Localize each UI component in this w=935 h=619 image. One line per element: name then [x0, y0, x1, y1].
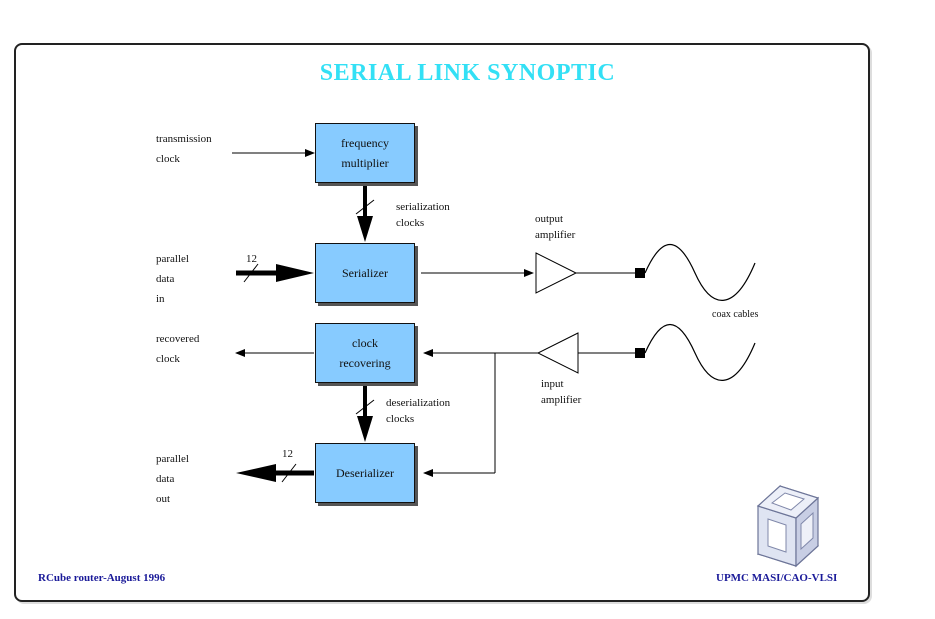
out-connector-icon [635, 268, 645, 278]
output-amplifier-icon [535, 252, 578, 294]
in-connector-icon [635, 348, 645, 358]
deser-clock-arrowhead [357, 416, 373, 442]
footer-right: UPMC MASI/CAO-VLSI [716, 572, 838, 584]
footer-left: RCube router-August 1996 [38, 572, 166, 584]
ser-clock-arrowhead [357, 216, 373, 242]
par-out-arrowhead [236, 464, 276, 482]
coax-cables-label: coax cables [712, 309, 759, 320]
serializer-block: Serializer [315, 243, 415, 303]
slide-frame [14, 43, 870, 602]
deserializer-block: Deserializer [315, 443, 415, 503]
out-coax-icon [644, 243, 756, 301]
cube-logo-icon [756, 484, 820, 568]
bus-width-out-label: 12 [282, 448, 293, 460]
par-out-slash [281, 463, 297, 483]
slide-title: SERIAL LINK SYNOPTIC [319, 60, 616, 86]
ser-clock-slash [355, 199, 375, 215]
deser-clock-slash [355, 399, 375, 415]
in-coax-icon [644, 323, 756, 381]
par-in-slash [243, 263, 259, 283]
input-amplifier-icon [536, 332, 579, 374]
bus-width-in-label: 12 [246, 253, 257, 265]
par-in-arrowhead [276, 264, 314, 282]
